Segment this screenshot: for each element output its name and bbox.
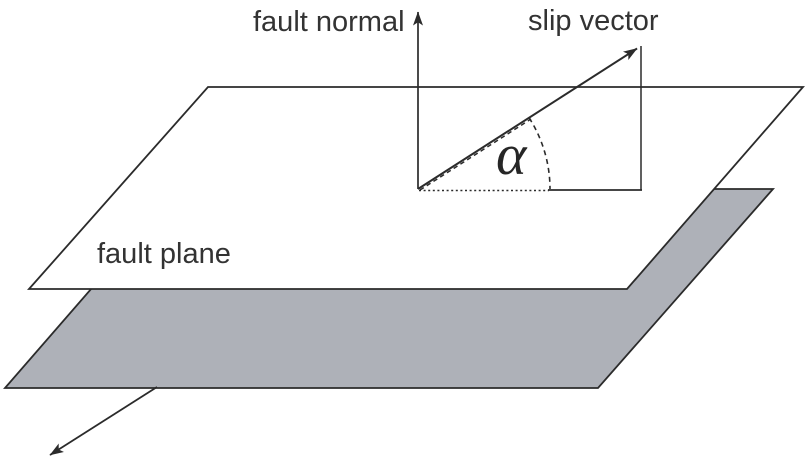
slip-vector-label: slip vector: [528, 5, 659, 37]
lower-block-motion-arrow: [49, 386, 158, 456]
fault-normal-label: fault normal: [253, 6, 405, 38]
angle-arc: [528, 117, 551, 190]
slip-vector-arrow: [417, 47, 638, 190]
fault-plane-surface: [26, 86, 805, 290]
angle-alpha-label: α: [496, 122, 528, 187]
slip-vector-dashed-guide: [419, 118, 532, 191]
fault-plane-label: fault plane: [97, 238, 231, 270]
